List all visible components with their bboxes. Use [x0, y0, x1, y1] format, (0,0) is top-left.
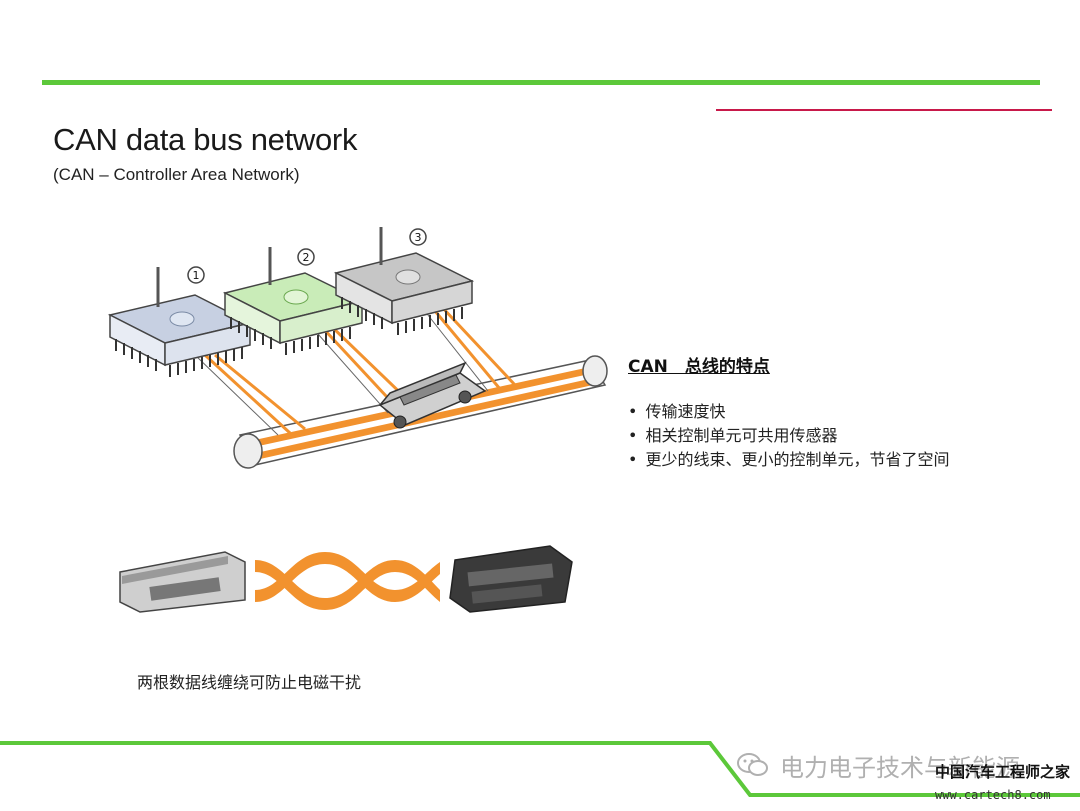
- feature-item: 相关控制单元可共用传感器: [628, 424, 949, 448]
- bottom-green-rule: [0, 741, 1080, 797]
- data-bus-vehicle: [378, 361, 487, 429]
- slide-subtitle: (CAN – Controller Area Network): [53, 165, 300, 184]
- ecu-3-number: 3: [415, 231, 422, 244]
- ecu-2: 2: [222, 247, 365, 355]
- site-name: 中国汽车工程师之家: [935, 763, 1071, 781]
- watermark-text: 电力电子技术与新能源: [780, 754, 1020, 782]
- twisted-pair-illustration: [119, 545, 573, 613]
- slide-title: CAN data bus network: [53, 122, 358, 157]
- twisted-wires: [255, 552, 440, 610]
- twisted-pair-caption: 两根数据线缠绕可防止电磁干扰: [137, 673, 362, 692]
- feature-item: 更少的线束、更小的控制单元，节省了空间: [628, 448, 949, 472]
- wechat-icon: [737, 753, 768, 776]
- features-list: 传输速度快 相关控制单元可共用传感器 更少的线束、更小的控制单元，节省了空间: [628, 400, 949, 472]
- feature-item: 传输速度快: [628, 400, 949, 424]
- ecu-1-number: 1: [193, 269, 200, 282]
- site-url: www.cartech8.com: [935, 788, 1051, 802]
- features-title: CAN 总线的特点: [628, 357, 770, 377]
- ecu-3: 3: [333, 227, 475, 335]
- ecu-module-left: [119, 551, 246, 613]
- ecu-1: 1: [107, 266, 253, 377]
- ecu-2-number: 2: [303, 251, 310, 264]
- ecu-module-right: [449, 545, 573, 613]
- can-bus-illustration: 1 2 3: [107, 227, 608, 469]
- top-red-rule: [716, 109, 1052, 111]
- top-green-rule: [42, 80, 1040, 85]
